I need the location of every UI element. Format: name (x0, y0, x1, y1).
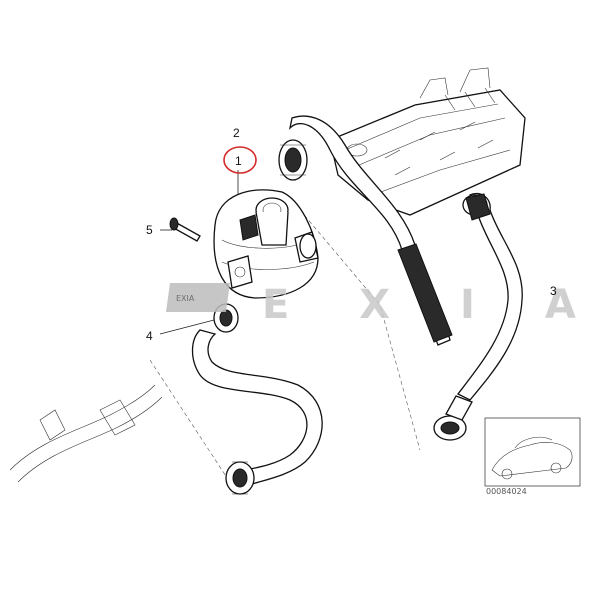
callout-5: 5 (146, 223, 153, 237)
guide-line (299, 209, 421, 451)
bolt (169, 217, 201, 242)
leader-line-4 (159, 319, 215, 335)
callout-3: 3 (550, 284, 557, 298)
background-pipe (9, 384, 163, 483)
watermark-logo-text: EXIA (176, 294, 195, 303)
watermark: EXIA E X I A (166, 282, 600, 328)
reference-code: 00084024 (486, 487, 527, 496)
crankcase-vent-valve (213, 189, 319, 299)
watermark-letters: E X I A (262, 282, 600, 328)
callout-1-highlight (223, 146, 257, 174)
thumbnail-frame (484, 417, 581, 487)
callout-4: 4 (146, 329, 153, 343)
watermark-logo-badge (166, 283, 230, 312)
breather-hose-right (433, 192, 523, 441)
breather-hose-upper (278, 115, 453, 346)
valve-cover (329, 67, 526, 216)
callout-1: 1 (235, 154, 242, 168)
breather-hose-lower (191, 329, 323, 495)
car-icon (491, 441, 573, 477)
guide-line (149, 359, 236, 491)
callout-2: 2 (233, 126, 240, 140)
vehicle-thumbnail: 00084024 (484, 417, 581, 496)
